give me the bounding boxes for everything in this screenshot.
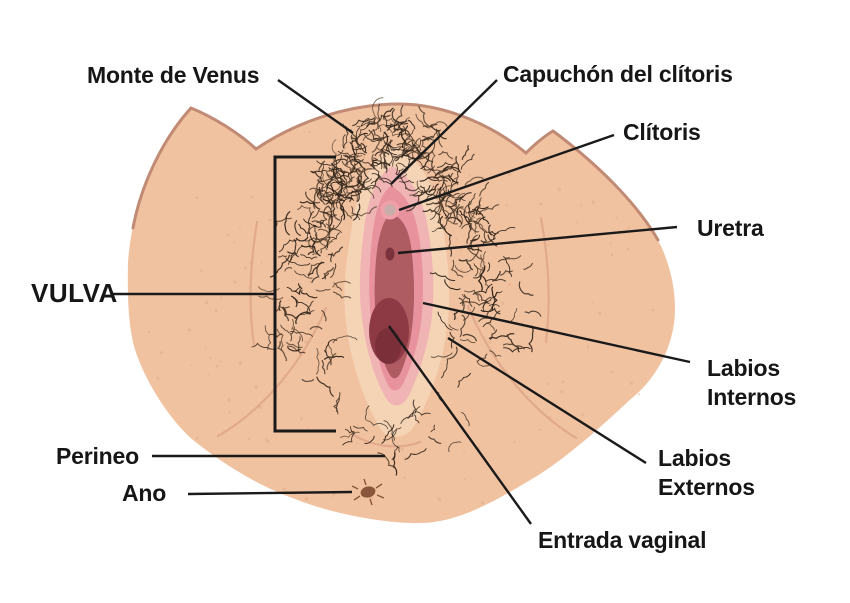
urethra-opening [385,247,395,261]
pubic-hair [251,97,542,476]
right-thigh-crease [539,216,550,344]
label-clitoris: Clítoris [623,119,701,145]
label-entrada-vaginal: Entrada vaginal [538,527,707,553]
perineum-crease [350,432,422,448]
label-capuchon-del-clitoris: Capuchón del clítoris [503,61,733,87]
vulva-region [344,146,450,437]
clitoris-glans [380,200,400,220]
monte-de-venus-leader-line [277,79,354,134]
labios-internos-leader-line [422,301,691,364]
entrada-vaginal-leader-line [388,325,532,525]
ano-leader-line [187,490,353,496]
clitoris-leader-line [398,133,615,212]
label-labios-internos: Labios Internos [707,355,797,410]
label-ano: Ano [122,480,167,506]
capuchon-leader-line [390,79,498,185]
right-gluteal-crease [466,304,578,440]
leader-lines [113,79,691,525]
left-thigh-crease [249,220,259,347]
label-perineo: Perineo [56,443,139,469]
label-monte-de-venus: Monte de Venus [87,62,260,88]
labios-externos-leader-line [447,336,647,465]
uretra-leader-line [397,225,678,255]
label-uretra: Uretra [697,215,764,241]
anus-icon [351,478,385,506]
label-labios-externos: Labios Externos [658,445,755,500]
label-vulva: VULVA [31,278,118,308]
mons-outline-stroke [131,102,660,242]
vaginal-opening-core [375,328,401,364]
